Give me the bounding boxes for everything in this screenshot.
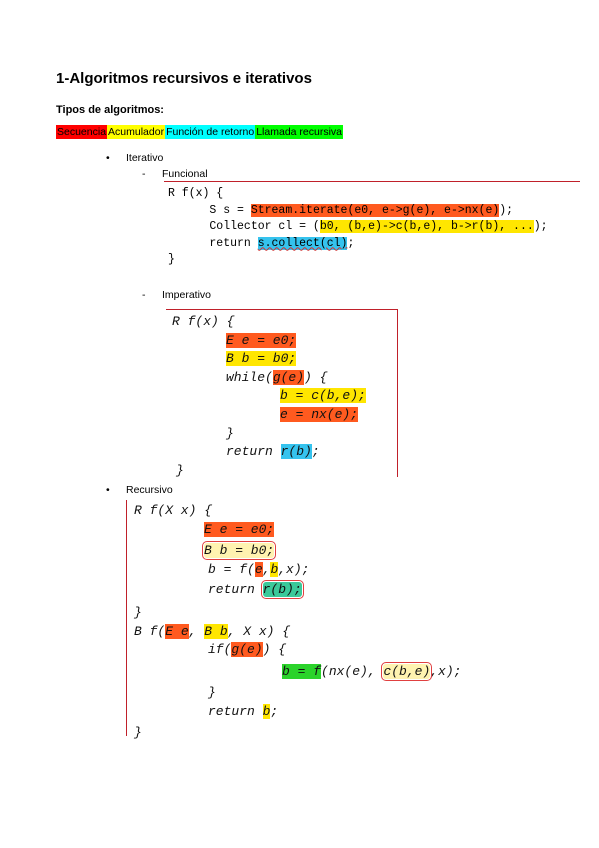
code-highlight-secuencia: g(e) bbox=[272, 369, 305, 385]
code-highlight-acumulador: b bbox=[270, 561, 279, 577]
code-text: B f( bbox=[134, 623, 166, 639]
bullet-dot: • bbox=[106, 152, 110, 164]
funcional-line-4: return s.collect(cl); bbox=[168, 236, 548, 253]
code-text: return bbox=[226, 444, 281, 460]
bullet-recursivo-label: Recursivo bbox=[126, 484, 173, 496]
recursivo-frame-left bbox=[126, 500, 128, 736]
code-highlight-secuencia: E e bbox=[165, 623, 189, 639]
code-text: if( bbox=[208, 642, 232, 658]
code-text: while( bbox=[226, 369, 273, 385]
recursivo-line-10: } bbox=[208, 685, 216, 701]
code-highlight-secuencia: Stream.iterate(e0, e->g(e), e->nx(e) bbox=[250, 203, 500, 217]
imperativo-line-9: } bbox=[176, 462, 184, 478]
code-text: , bbox=[188, 623, 205, 639]
imperativo-line-8: return r(b); bbox=[172, 443, 366, 462]
code-text: ); bbox=[499, 203, 514, 217]
code-text: ,x); bbox=[430, 663, 462, 679]
legend-secuencia: Secuencia bbox=[56, 125, 108, 139]
code-text: S s = bbox=[168, 203, 251, 217]
funcional-line-1: R f(x) { bbox=[168, 187, 224, 200]
recursivo-line-4: b = f(e,b,x); bbox=[134, 561, 461, 580]
code-text: ; bbox=[270, 703, 279, 719]
bullet-recursivo: • Recursivo bbox=[106, 484, 173, 496]
item-funcional-label: Funcional bbox=[162, 168, 208, 180]
code-highlight-retorno-boxed: r(b); bbox=[260, 580, 304, 600]
bullet-iterativo: • Iterativo bbox=[106, 152, 164, 164]
code-highlight-secuencia: E e = e0; bbox=[226, 332, 297, 348]
funcional-frame-top bbox=[164, 181, 580, 183]
recursivo-line-8: if(g(e)) { bbox=[134, 641, 461, 660]
code-text: return bbox=[168, 236, 258, 250]
code-text: , bbox=[262, 561, 271, 577]
imperativo-frame-top bbox=[166, 309, 398, 311]
code-highlight-acumulador: b0, (b,e)->c(b,e), b->r(b), ... bbox=[319, 220, 534, 233]
bullet-dot: • bbox=[106, 484, 110, 496]
code-text: ; bbox=[347, 236, 355, 250]
imperativo-line-4: while(g(e)) { bbox=[172, 369, 366, 388]
code-highlight-secuencia: E e = e0; bbox=[204, 521, 275, 537]
recursivo-line-12: } bbox=[134, 724, 142, 740]
recursivo-line-7: B f(E e, B b, X x) { bbox=[134, 623, 461, 642]
imperativo-code-block: R f(x) { E e = e0; B b = b0; while(g(e))… bbox=[172, 313, 366, 480]
recursivo-line-1: R f(X x) { bbox=[134, 503, 213, 518]
code-highlight-acumulador-boxed: c(b,e) bbox=[381, 661, 433, 681]
code-text: ) { bbox=[262, 642, 287, 658]
color-legend: Secuencia Acumulador Función de retorno … bbox=[56, 125, 344, 139]
imperativo-line-2: E e = e0; bbox=[172, 332, 366, 351]
code-text: ); bbox=[533, 220, 548, 233]
dash-marker: - bbox=[142, 289, 146, 301]
code-text: return bbox=[208, 703, 263, 719]
code-text: Collector cl = ( bbox=[168, 220, 320, 233]
recursivo-line-3: B b = b0; bbox=[134, 541, 461, 561]
code-highlight-retorno: r(b) bbox=[280, 444, 312, 460]
code-text: ; bbox=[311, 444, 320, 460]
code-highlight-secuencia: g(e) bbox=[231, 642, 263, 658]
imperativo-line-6: e = nx(e); bbox=[172, 406, 366, 425]
funcional-line-2: S s = Stream.iterate(e0, e->g(e), e->nx(… bbox=[168, 203, 548, 220]
item-funcional: - Funcional bbox=[142, 168, 208, 180]
code-highlight-acumulador: b bbox=[262, 703, 271, 719]
legend-funcion-retorno: Función de retorno bbox=[165, 125, 256, 139]
recursivo-line-9: b = f(nx(e), c(b,e),x); bbox=[134, 661, 462, 682]
code-highlight-secuencia: e bbox=[254, 561, 263, 577]
recursivo-code-block: R f(X x) { E e = e0; B b = b0; b = f(e,b… bbox=[134, 502, 461, 742]
item-imperativo-label: Imperativo bbox=[162, 289, 212, 301]
section-subtitle: Tipos de algoritmos: bbox=[56, 104, 164, 116]
imperativo-line-3: B b = b0; bbox=[172, 350, 366, 369]
dash-marker: - bbox=[142, 168, 146, 180]
code-text: , X x) { bbox=[227, 623, 291, 639]
funcional-line-3: Collector cl = (b0, (b,e)->c(b,e), b->r(… bbox=[168, 219, 548, 236]
imperativo-line-5: b = c(b,e); bbox=[172, 387, 366, 406]
code-highlight-llamada-recursiva: b = f bbox=[282, 663, 322, 679]
imperativo-frame-right bbox=[397, 309, 399, 477]
recursivo-line-5: return r(b); bbox=[134, 580, 461, 600]
legend-llamada-recursiva: Llamada recursiva bbox=[255, 125, 344, 139]
legend-acumulador: Acumulador bbox=[107, 125, 166, 139]
code-highlight-acumulador-boxed: B b = b0; bbox=[201, 541, 277, 561]
code-highlight-acumulador: B b = b0; bbox=[226, 351, 297, 367]
code-text: b = f( bbox=[208, 561, 255, 577]
recursivo-line-6: } bbox=[134, 604, 142, 620]
page-title: 1-Algoritmos recursivos e iterativos bbox=[56, 70, 312, 87]
code-highlight-secuencia: e = nx(e); bbox=[280, 406, 359, 422]
item-imperativo: - Imperativo bbox=[142, 289, 212, 301]
imperativo-line-1: R f(x) { bbox=[172, 314, 235, 329]
code-highlight-acumulador: B b bbox=[204, 623, 228, 639]
code-highlight-acumulador: b = c(b,e); bbox=[280, 388, 366, 404]
code-text: return bbox=[208, 582, 263, 598]
code-text: ,x); bbox=[278, 561, 310, 577]
imperativo-line-7: } bbox=[226, 425, 234, 441]
bullet-iterativo-label: Iterativo bbox=[126, 152, 164, 164]
funcional-line-5: } bbox=[168, 253, 175, 266]
recursivo-line-11: return b; bbox=[134, 703, 461, 722]
funcional-code-block: R f(x) { S s = Stream.iterate(e0, e->g(e… bbox=[168, 186, 548, 269]
code-text: ) { bbox=[304, 369, 328, 385]
code-highlight-retorno: s.collect(cl) bbox=[257, 236, 348, 250]
recursivo-line-2: E e = e0; bbox=[134, 521, 461, 540]
code-text: (nx(e), bbox=[321, 663, 384, 679]
